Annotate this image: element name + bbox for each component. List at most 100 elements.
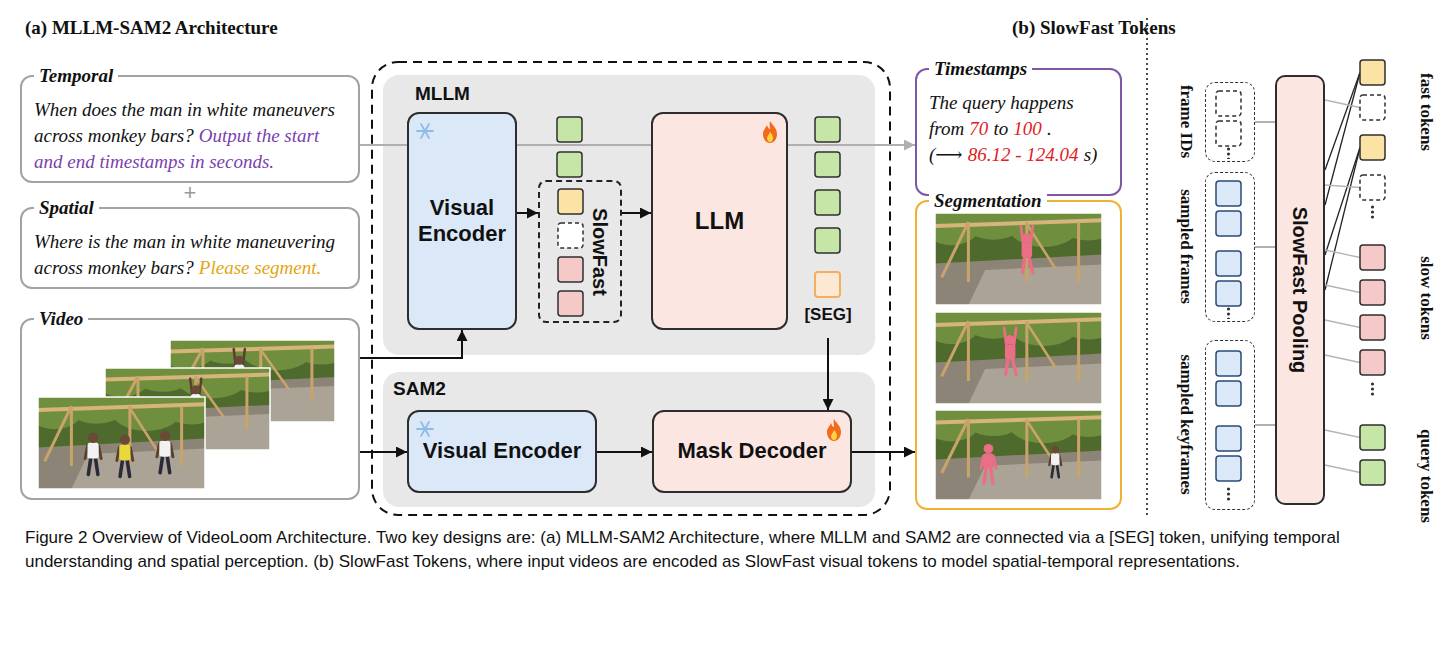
flame [763, 121, 777, 143]
person-leg [120, 460, 122, 476]
person-arm [190, 379, 192, 396]
frame-squares [1206, 173, 1252, 319]
token [1360, 315, 1385, 340]
person-arm [1031, 226, 1033, 244]
box-label: Visual Encoder [413, 195, 511, 248]
wood-post [1077, 321, 1080, 381]
flame-core [767, 132, 773, 142]
pooling-link [1325, 148, 1360, 291]
snowflake-core [423, 427, 427, 431]
panel-title: SAM2 [393, 378, 446, 400]
frame-border [38, 397, 205, 489]
snowflake-arm [421, 124, 429, 138]
snowflake-arm [421, 422, 429, 436]
person-torso [88, 443, 99, 459]
person-leg [160, 457, 162, 473]
token [1360, 245, 1385, 270]
pooling-link [1325, 73, 1360, 171]
wood-post [1025, 321, 1028, 381]
wood-post [70, 406, 73, 466]
wood-brace [942, 321, 969, 376]
pooling-link [1325, 465, 1360, 473]
frame-token [1216, 351, 1241, 376]
person-figure [1049, 446, 1061, 477]
input-group: sampled frames [1205, 172, 1255, 322]
person-arm [99, 446, 101, 459]
person-head [191, 385, 200, 394]
wood-post [180, 406, 183, 466]
panel-label: (b) SlowFast Tokens [1012, 17, 1176, 39]
video-frame [935, 312, 1102, 404]
connector [1255, 121, 1275, 123]
card-heading: Spatial [34, 196, 99, 220]
person-leg [1006, 359, 1008, 374]
pooling-link [1325, 355, 1360, 363]
wood-beam [105, 375, 270, 380]
card-heading: Video [34, 307, 88, 331]
ellipsis-dot [1371, 392, 1374, 395]
card-body: The query happens from70to100.(⟶86.12 - … [929, 90, 1110, 168]
flame [827, 419, 841, 441]
person-leg [167, 457, 169, 473]
ellipsis-dot [1227, 317, 1230, 319]
pooling-link [1325, 250, 1360, 258]
connector [517, 212, 538, 214]
prompt-card: TemporalWhen does the man in white maneu… [20, 75, 360, 183]
prompt-text: 100 [1013, 118, 1042, 139]
person-arm [117, 448, 119, 461]
ground [38, 438, 205, 489]
ground [935, 353, 1102, 404]
frame-token [1216, 211, 1241, 236]
group-label: sampled keyframes [1176, 354, 1197, 494]
encoder-box: Visual Encoder [407, 112, 517, 330]
token-label: fast tokens [1416, 73, 1436, 151]
pooling-link [1325, 320, 1360, 328]
connector [1255, 424, 1275, 426]
figure-caption: Figure 2 Overview of VideoLoom Architect… [25, 526, 1430, 574]
wood-brace [1027, 323, 1055, 367]
person-arm [1014, 328, 1016, 346]
ellipsis-dot [1227, 497, 1230, 500]
ground [935, 451, 1102, 501]
frame-token [1216, 426, 1241, 451]
token-label: slow tokens [1416, 256, 1436, 340]
wood-post [1077, 222, 1080, 282]
input-group: frame IDs [1205, 82, 1255, 162]
video-frame [38, 397, 205, 489]
person-leg [88, 459, 90, 475]
frame-squares [1206, 341, 1252, 507]
token [815, 228, 840, 253]
wood-post [310, 348, 313, 401]
person-arm [1021, 226, 1023, 244]
module-panel: SAM2Visual EncoderMask Decoder [383, 372, 875, 507]
person-torso [1051, 453, 1059, 465]
group-label: SlowFast [588, 208, 612, 296]
outer-dashed-frame [372, 62, 890, 515]
token [1360, 350, 1385, 375]
wood-beam [170, 347, 335, 352]
prompt-card: SpatialWhere is the man in white maneuve… [20, 207, 360, 289]
pooling-link [1325, 148, 1360, 256]
frame-squares [1206, 83, 1252, 159]
person-leg [127, 460, 129, 476]
person-leg [1012, 359, 1016, 374]
wood-beam [935, 220, 1102, 226]
person-arm [85, 446, 87, 459]
card-body: When does the man in white maneuvers acr… [34, 97, 348, 175]
person-arm [981, 456, 983, 468]
token [1216, 121, 1241, 146]
seg-label: [SEG] [798, 304, 858, 326]
person-arm [171, 444, 173, 457]
person-leg [984, 468, 986, 483]
token [815, 152, 840, 177]
card-heading: Segmentation [929, 189, 1047, 213]
token [1360, 60, 1385, 85]
token [1360, 460, 1385, 485]
prompt-text: (⟶ [929, 144, 963, 165]
token [1360, 135, 1385, 160]
token [558, 189, 583, 214]
token-label: query tokens [1416, 429, 1436, 523]
connector [1255, 246, 1275, 248]
flame-core [831, 430, 837, 440]
person-arm [157, 444, 159, 457]
